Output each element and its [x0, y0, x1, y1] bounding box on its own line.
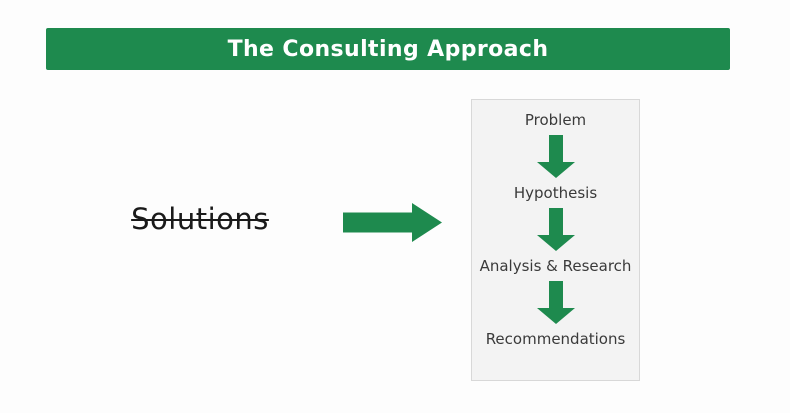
process-flow-box: Problem Hypothesis Analysis & Research R… — [471, 99, 640, 381]
down-arrow-icon — [536, 281, 575, 324]
right-arrow-icon — [343, 203, 442, 242]
flow-step-recommendations: Recommendations — [485, 330, 626, 348]
title-banner: The Consulting Approach — [46, 28, 730, 70]
page-title: The Consulting Approach — [227, 36, 549, 62]
flow-step-hypothesis: Hypothesis — [513, 184, 598, 202]
flow-step-analysis-research: Analysis & Research — [479, 257, 632, 275]
flow-step-problem: Problem — [524, 111, 587, 129]
crossed-out-solutions-text: Solutions — [131, 202, 269, 236]
down-arrow-icon — [536, 135, 575, 178]
down-arrow-icon — [536, 208, 575, 251]
